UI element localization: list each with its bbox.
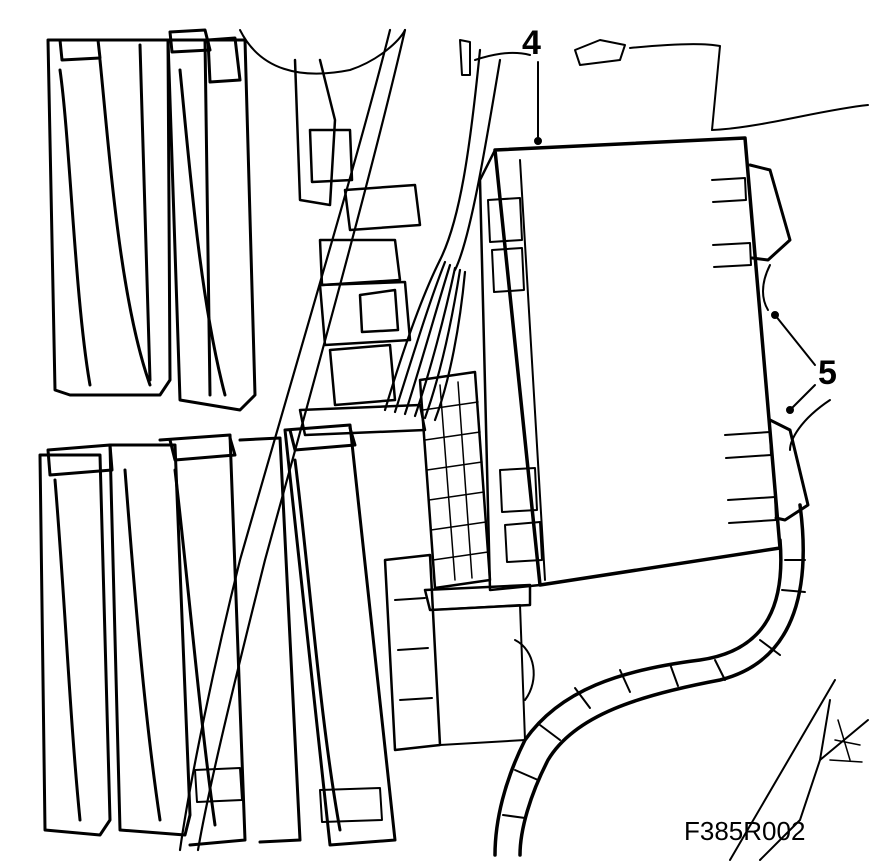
callout-label-4: 4 — [522, 24, 541, 62]
upper-relay-modules — [46, 28, 257, 412]
control-unit — [478, 136, 782, 592]
edge-lines — [729, 399, 869, 861]
figure-code: F385R002 — [684, 816, 806, 846]
leader-lines — [534, 61, 816, 414]
ribbon-cable — [493, 503, 806, 857]
central-connectors — [293, 58, 427, 437]
mounting-brackets — [748, 163, 810, 522]
terminal-block — [418, 370, 532, 612]
wire-harness-strands — [178, 28, 502, 852]
callout-label-5: 5 — [818, 354, 837, 392]
lower-relay-modules — [38, 423, 535, 847]
